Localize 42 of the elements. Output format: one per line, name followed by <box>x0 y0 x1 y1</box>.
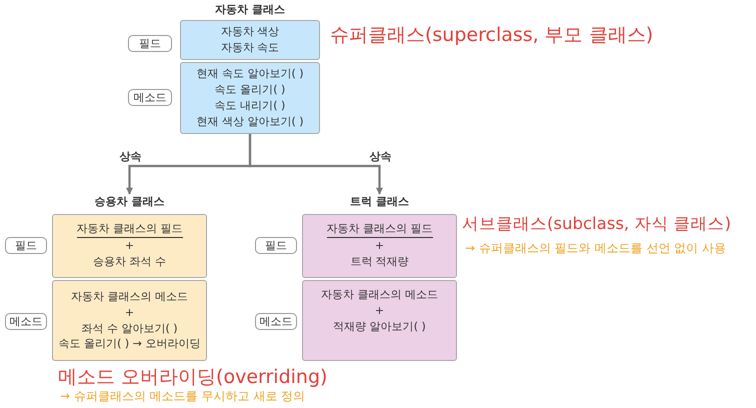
member-text: + <box>124 304 134 320</box>
annotation-note: → 슈퍼클래스의 메소드를 무시하고 새로 정의 <box>60 388 306 405</box>
member-text: + <box>374 302 384 319</box>
member-text: 승용차 좌석 수 <box>93 254 166 270</box>
class-compartment <box>52 214 207 278</box>
annotation-title: 메소드 오버라이딩(overriding) <box>58 365 328 390</box>
inheritance-arrow <box>248 134 383 195</box>
edge-label: 상속 <box>368 149 394 164</box>
member-text: + <box>374 238 384 254</box>
annotation-note: → 슈퍼클래스의 필드와 메소드를 선언 없이 사용 <box>465 240 726 257</box>
member-text: 자동차 클래스의 메소드 <box>71 288 188 305</box>
member-text: 속도 올리기( ) → 오버라이딩 <box>58 336 200 352</box>
tag-label: 필드 <box>5 237 47 254</box>
class-title: 트럭 클래스 <box>349 194 410 209</box>
member-text: 현재 속도 알아보기( ) <box>196 66 304 82</box>
tag-label: 메소드 <box>128 89 172 106</box>
member-text: 현재 색상 알아보기( ) <box>196 114 304 130</box>
edge-label: 상속 <box>118 149 144 164</box>
member-text: 자동차 클래스의 메소드 <box>321 287 438 303</box>
member-text: 자동차 속도 <box>220 40 280 56</box>
member-text: 적재량 알아보기( ) <box>333 318 426 335</box>
member-text: 속도 올리기( ) <box>214 82 286 98</box>
class-compartment <box>302 214 457 278</box>
member-text: 자동차 클래스의 필드 <box>326 222 432 238</box>
tag-label: 필드 <box>128 35 172 52</box>
member-text: + <box>124 238 134 254</box>
class-compartment <box>302 280 457 361</box>
annotation-title: 서브클래스(subclass, 자식 클래스) <box>462 213 732 235</box>
class-compartment <box>180 20 320 60</box>
class-compartment <box>52 280 207 361</box>
member-text: 자동차 색상 <box>220 24 280 40</box>
member-text: 자동차 클래스의 필드 <box>76 222 182 238</box>
member-text: 트럭 적재량 <box>350 254 409 270</box>
class-title: 승용차 클래스 <box>94 194 166 209</box>
member-text: 속도 내리기( ) <box>214 98 286 114</box>
tag-label: 메소드 <box>5 313 47 330</box>
member-text: 좌석 수 알아보기( ) <box>81 320 178 336</box>
annotation-title: 슈퍼클래스(superclass, 부모 클래스) <box>330 23 654 48</box>
tag-label: 메소드 <box>255 313 297 330</box>
class-title: 자동차 클래스 <box>214 2 286 17</box>
tag-label: 필드 <box>255 237 297 254</box>
class-compartment <box>180 62 320 134</box>
